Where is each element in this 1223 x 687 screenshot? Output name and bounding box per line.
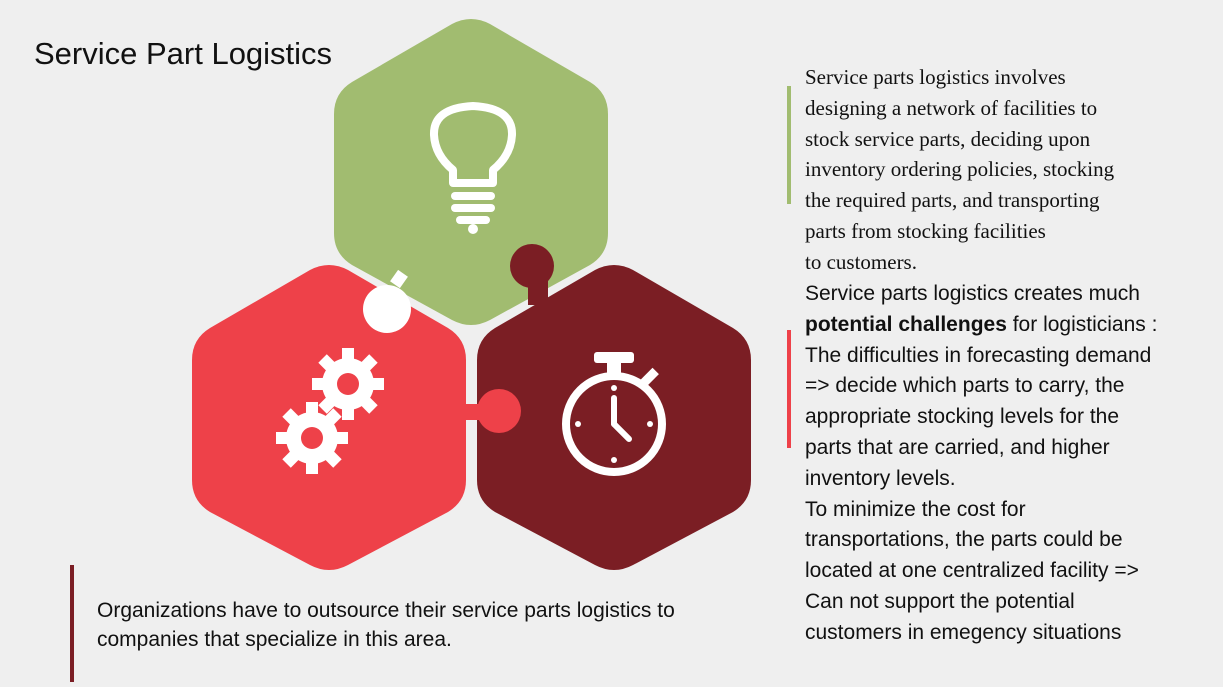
text-line: companies that specialize in this area. bbox=[97, 628, 452, 651]
green-accent-bar bbox=[787, 86, 791, 204]
outsourcing-text: Organizations have to outsource their se… bbox=[97, 596, 777, 654]
dark-red-accent-bar bbox=[70, 565, 74, 682]
lightbulb-icon bbox=[430, 102, 516, 224]
text-line: the required parts, and transporting bbox=[805, 188, 1100, 213]
logistics-definition-text: Service parts logistics involves designi… bbox=[805, 62, 1185, 278]
text-line: To minimize the cost for bbox=[805, 497, 1026, 521]
text-line: => decide which parts to carry, the bbox=[805, 374, 1125, 398]
text-line: transportations, the parts could be bbox=[805, 528, 1123, 552]
red-connector bbox=[477, 389, 521, 433]
text-line: Service parts logistics creates much bbox=[805, 282, 1140, 305]
gears-icon bbox=[276, 348, 384, 474]
slide-title: Service Part Logistics bbox=[34, 36, 333, 71]
text-line: customers in emegency situations bbox=[805, 620, 1122, 644]
text-line: stock service parts, deciding upon bbox=[805, 126, 1091, 151]
text-line: The difficulties in forecasting demand bbox=[805, 343, 1152, 367]
text-line: appropriate stocking levels for the bbox=[805, 405, 1120, 429]
text-line: inventory levels. bbox=[805, 466, 956, 490]
text-line-bold: potential challenges for logisticians : bbox=[805, 310, 1215, 341]
text-line: Can not support the potential bbox=[805, 589, 1075, 613]
bold-phrase: potential challenges bbox=[805, 312, 1007, 336]
text-line: to customers. bbox=[805, 249, 917, 274]
green-hexagon bbox=[334, 19, 608, 325]
text-line: inventory ordering policies, stocking bbox=[805, 157, 1115, 182]
text-line: Service parts logistics involves bbox=[805, 65, 1066, 89]
stopwatch-icon bbox=[562, 352, 666, 476]
text-fragment: for logisticians : bbox=[1006, 312, 1158, 336]
text-line: parts from stocking facilities bbox=[805, 218, 1046, 243]
text-line: located at one centralized facility => bbox=[805, 559, 1139, 583]
text-line: Organizations have to outsource their se… bbox=[97, 599, 675, 622]
text-line: designing a network of facilities to bbox=[805, 95, 1098, 120]
text-line: parts that are carried, and higher bbox=[805, 435, 1110, 459]
red-accent-bar bbox=[787, 330, 791, 448]
white-connector bbox=[363, 269, 411, 333]
challenges-text: Service parts logistics creates much pot… bbox=[805, 279, 1215, 649]
